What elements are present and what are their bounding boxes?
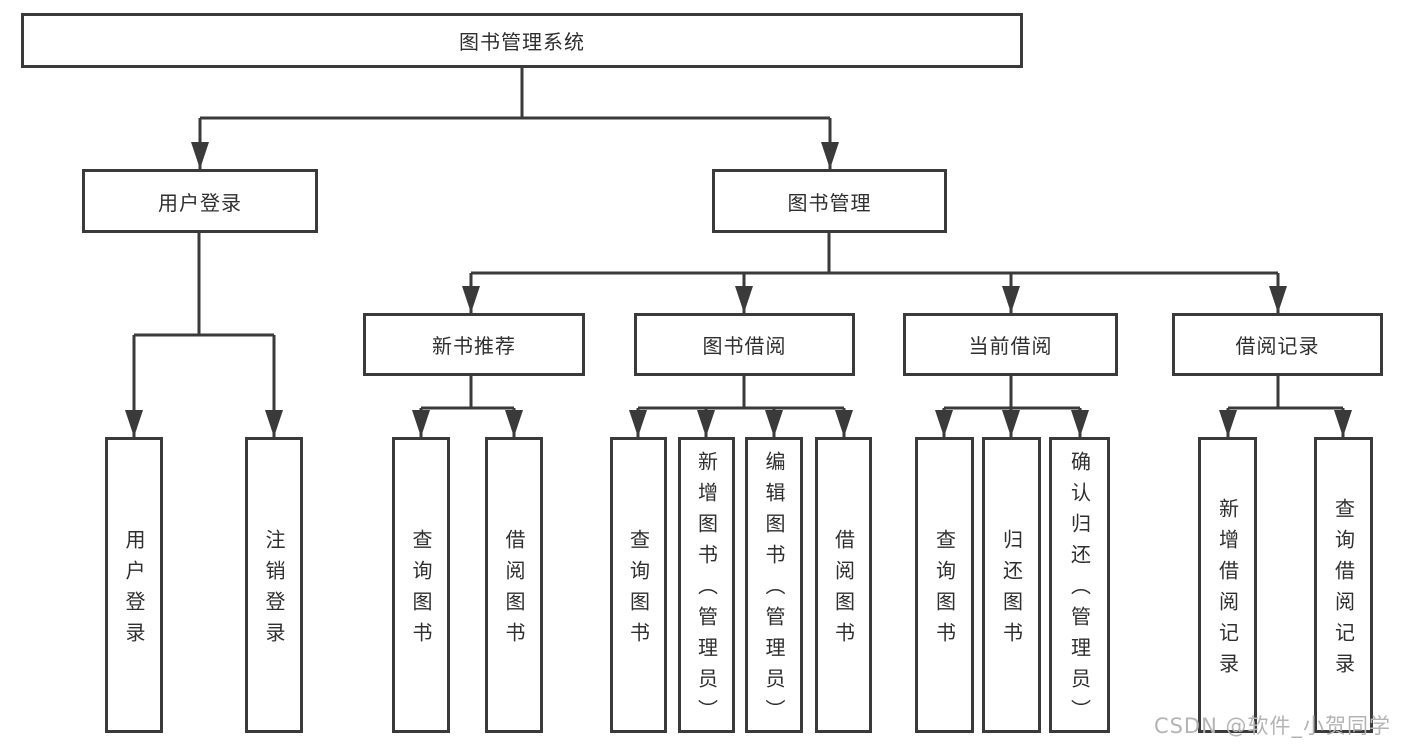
node-book-management-label: 图书管理	[787, 190, 872, 215]
leaf-logout: 注销登录	[245, 437, 303, 733]
leaf-edit-books-admin-label: 编辑图书（管理员）	[762, 451, 786, 730]
leaf-query-books-borrowing-label: 查询图书	[626, 528, 651, 653]
leaf-borrow-books-borrowing: 借阅图书	[815, 437, 872, 733]
leaf-edit-books-admin: 编辑图书（管理员）	[745, 437, 803, 733]
csdn-watermark: CSDN @软件_小贺同学	[1153, 714, 1391, 738]
leaf-query-books-current: 查询图书	[915, 437, 974, 733]
node-current-borrowing: 当前借阅	[903, 313, 1118, 376]
node-library-management-system: 图书管理系统	[21, 13, 1023, 68]
node-user-login-label: 用户登录	[158, 190, 242, 215]
leaf-logout-label: 注销登录	[262, 528, 286, 653]
node-book-borrowing-label: 图书借阅	[702, 334, 787, 358]
leaf-query-books-borrowing: 查询图书	[610, 437, 667, 733]
leaf-borrow-books-recommend-label: 借阅图书	[502, 528, 526, 653]
leaf-borrow-books-borrowing-label: 借阅图书	[831, 528, 856, 653]
node-user-login: 用户登录	[82, 169, 318, 233]
leaf-user-login-label: 用户登录	[122, 528, 146, 653]
leaf-query-borrow-record: 查询借阅记录	[1314, 437, 1373, 733]
leaf-query-books-recommend: 查询图书	[392, 437, 450, 733]
leaf-query-borrow-record-label: 查询借阅记录	[1331, 497, 1356, 684]
node-book-borrowing: 图书借阅	[634, 313, 855, 376]
node-library-management-system-label: 图书管理系统	[459, 30, 585, 54]
arrowheads	[125, 142, 1352, 437]
leaf-confirm-return-admin: 确认归还（管理员）	[1049, 437, 1110, 733]
node-book-management: 图书管理	[712, 169, 947, 233]
node-new-book-recommend-label: 新书推荐	[432, 334, 516, 358]
node-new-book-recommend: 新书推荐	[363, 313, 585, 376]
node-current-borrowing-label: 当前借阅	[968, 334, 1053, 358]
leaf-query-books-recommend-label: 查询图书	[409, 528, 433, 653]
leaf-query-books-current-label: 查询图书	[932, 528, 957, 653]
leaf-add-borrow-record: 新增借阅记录	[1198, 437, 1257, 733]
leaf-add-borrow-record-label: 新增借阅记录	[1215, 497, 1240, 684]
leaf-return-books: 归还图书	[982, 437, 1041, 733]
node-borrowing-records-label: 借阅记录	[1235, 334, 1320, 358]
leaf-add-books-admin-label: 新增图书（管理员）	[694, 451, 719, 730]
leaf-user-login: 用户登录	[105, 437, 163, 733]
leaf-add-books-admin: 新增图书（管理员）	[678, 437, 735, 733]
leaf-return-books-label: 归还图书	[999, 528, 1024, 653]
leaf-borrow-books-recommend: 借阅图书	[485, 437, 543, 733]
node-borrowing-records: 借阅记录	[1172, 313, 1383, 376]
leaf-confirm-return-admin-label: 确认归还（管理员）	[1067, 451, 1092, 730]
